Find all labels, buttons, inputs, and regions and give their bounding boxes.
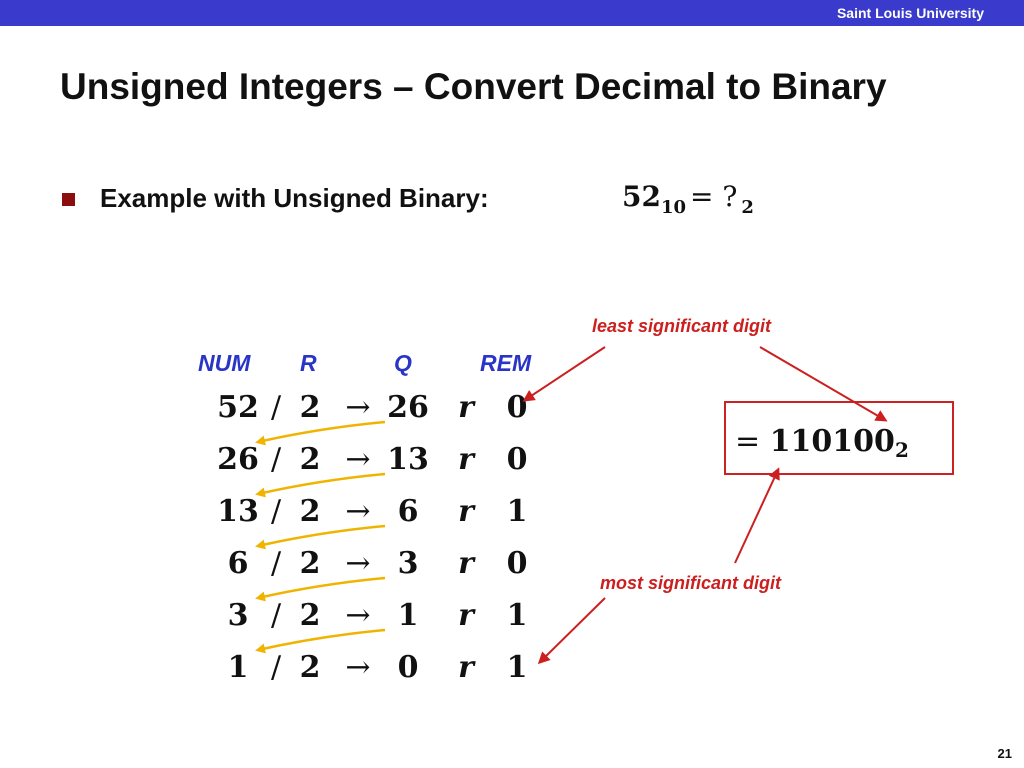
result-base: 2 xyxy=(894,438,909,462)
row-5-arrow: → xyxy=(345,598,371,633)
msd-to-last-remainder-arrow xyxy=(537,597,606,665)
row-5-q: 1 xyxy=(397,598,419,633)
bullet-square-icon xyxy=(62,193,75,206)
example-label: Example with Unsigned Binary: xyxy=(100,183,489,213)
row-2-arrow: → xyxy=(345,442,371,477)
row-5-div: / xyxy=(270,598,282,633)
result-box xyxy=(724,401,954,475)
row-5-num: 3 xyxy=(227,598,249,633)
row-3-r: 2 xyxy=(299,494,321,529)
row-4-rem: 0 xyxy=(506,546,528,581)
row-1-rem: 0 xyxy=(506,390,528,425)
msd-to-result-arrow xyxy=(734,467,780,564)
lsd-to-first-remainder-arrow xyxy=(522,346,606,402)
row-6-rem: 1 xyxy=(506,650,528,685)
carry-arrow-2 xyxy=(255,472,386,498)
row-1-rlabel: r xyxy=(458,390,474,425)
column-head-q: Q xyxy=(394,350,412,376)
carry-arrow-3 xyxy=(255,524,386,550)
row-6-q: 0 xyxy=(397,650,419,685)
row-6-div: / xyxy=(270,650,282,685)
equation-equals-question: = ? xyxy=(690,180,738,213)
carry-arrow-4 xyxy=(255,576,386,602)
row-6-num: 1 xyxy=(227,650,249,685)
row-4-r: 2 xyxy=(299,546,321,581)
row-2-num: 26 xyxy=(217,442,259,477)
row-2-q: 13 xyxy=(387,442,429,477)
slide-title: Unsigned Integers – Convert Decimal to B… xyxy=(60,66,887,107)
row-1-arrow: → xyxy=(345,390,371,425)
row-4-q: 3 xyxy=(397,546,419,581)
row-3-q: 6 xyxy=(397,494,419,529)
result-digits: 110100 xyxy=(769,424,895,459)
lsd-to-result-arrow xyxy=(759,346,888,422)
carry-arrow-5 xyxy=(255,628,386,654)
equation-to-base: 2 xyxy=(741,197,754,218)
result-value: = 1101002 xyxy=(735,424,909,462)
row-3-num: 13 xyxy=(217,494,259,529)
equation-from-base: 10 xyxy=(660,197,687,218)
row-2-div: / xyxy=(270,442,282,477)
row-3-arrow: → xyxy=(345,494,371,529)
row-4-arrow: → xyxy=(345,546,371,581)
row-4-div: / xyxy=(270,546,282,581)
row-6-arrow: → xyxy=(345,650,371,685)
row-1-num: 52 xyxy=(217,390,259,425)
result-equals: = xyxy=(735,424,761,459)
row-5-r: 2 xyxy=(299,598,321,633)
row-2-rem: 0 xyxy=(506,442,528,477)
column-head-rem: REM xyxy=(480,350,532,376)
row-6-r: 2 xyxy=(299,650,321,685)
most-significant-digit-label: most significant digit xyxy=(600,573,782,593)
row-3-rem: 1 xyxy=(506,494,528,529)
row-5-rlabel: r xyxy=(458,598,474,633)
row-2-r: 2 xyxy=(299,442,321,477)
equation-number: 52 xyxy=(622,180,661,213)
least-significant-digit-label: least significant digit xyxy=(592,316,772,336)
page-number: 21 xyxy=(997,746,1012,761)
example-equation: 5210= ?2 xyxy=(622,180,754,218)
row-4-rlabel: r xyxy=(458,546,474,581)
row-3-div: / xyxy=(270,494,282,529)
row-1-q: 26 xyxy=(387,390,429,425)
column-head-num: NUM xyxy=(198,350,251,376)
row-5-rem: 1 xyxy=(506,598,528,633)
column-head-r: R xyxy=(300,350,317,376)
row-3-rlabel: r xyxy=(458,494,474,529)
row-1-div: / xyxy=(270,390,282,425)
row-2-rlabel: r xyxy=(458,442,474,477)
university-name: Saint Louis University xyxy=(836,5,984,21)
row-1-r: 2 xyxy=(299,390,321,425)
header-bar: Saint Louis University xyxy=(0,0,1024,26)
carry-arrow-1 xyxy=(255,420,386,446)
row-4-num: 6 xyxy=(227,546,249,581)
row-6-rlabel: r xyxy=(458,650,474,685)
